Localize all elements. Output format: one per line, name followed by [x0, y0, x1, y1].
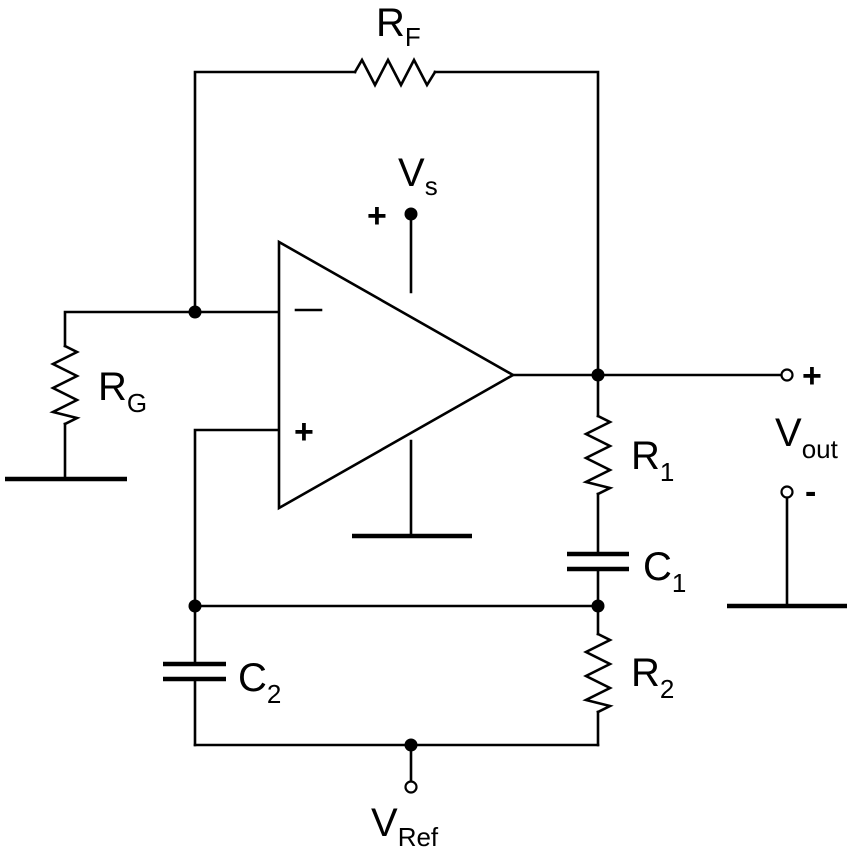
vref-label: VRef [371, 801, 439, 852]
noninverting-input-wire [193, 428, 280, 608]
vout-minus-terminal [780, 485, 794, 499]
resistor-rg [49, 344, 81, 426]
vs-label: Vs [398, 151, 438, 201]
vout-minus-sign: - [805, 473, 816, 511]
junction-inverting [188, 305, 202, 319]
r2-label: R2 [631, 651, 674, 704]
c2-label: C2 [238, 656, 281, 709]
vout-label: Vout [775, 411, 839, 464]
resistor-rf [353, 57, 437, 88]
rf-label: RF [376, 1, 421, 52]
supply-node [404, 207, 418, 221]
resistor-r2 [582, 632, 614, 714]
supply-sign: + [367, 197, 387, 235]
rg-label: RG [98, 365, 147, 418]
vout-plus-sign: + [802, 357, 822, 395]
vout-plus-terminal [780, 368, 794, 382]
resistor-r1 [582, 414, 614, 496]
inverting-input-wire [63, 310, 280, 348]
feedback-path [193, 70, 600, 377]
r1-label: R1 [631, 434, 674, 487]
opamp-triangle [277, 239, 516, 511]
opamp-noninverting-mark: + [294, 413, 314, 451]
vref-terminal [404, 780, 418, 794]
c1-label: C1 [643, 545, 686, 598]
